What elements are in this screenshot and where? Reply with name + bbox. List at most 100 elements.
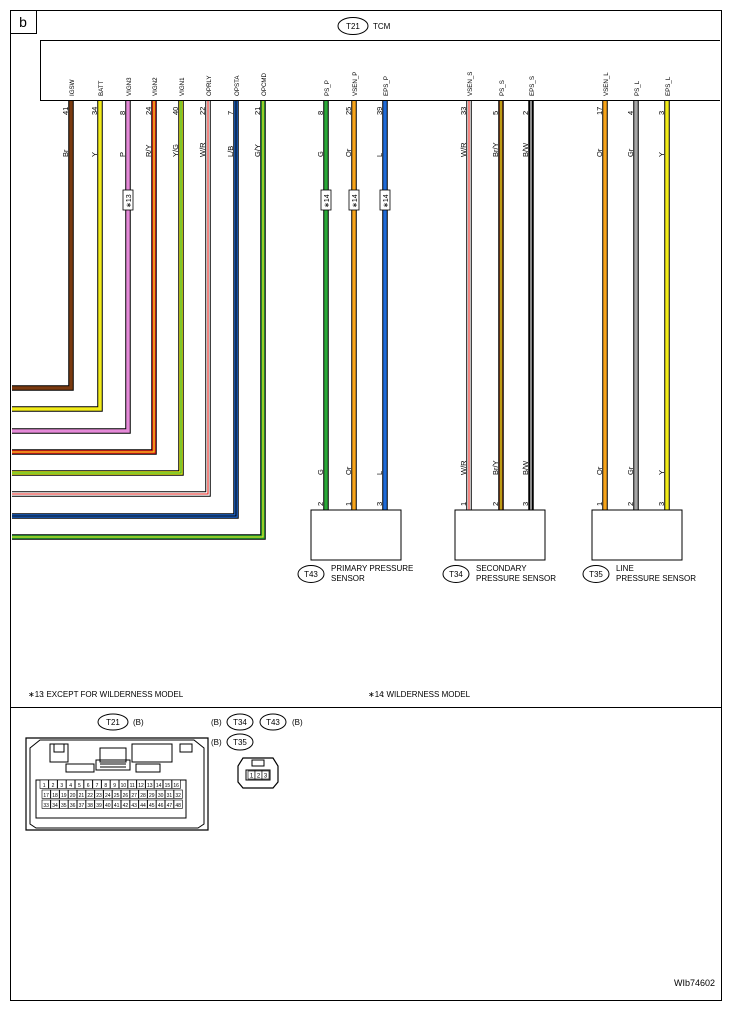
wire-color-label: Y [657,152,666,157]
t21-pin-number: 29 [149,793,155,799]
tcm-pin-number: 3 [657,111,666,115]
sensor-wire-color-label: Br/Y [491,460,500,475]
sensor-view-color-1: (B) [211,718,222,727]
note-13-marker: ∗13 [122,189,134,211]
t21-pin-cell: 21 [76,789,86,799]
t21-pin-number: 24 [105,793,111,799]
sensor-name-line-1: LINE [616,564,634,573]
sensor-pin-number: 2 [626,502,635,506]
t21-pin-cell: 16 [171,779,181,789]
t21-pin-number: 13 [147,783,153,789]
wire-color-label: G [316,151,325,157]
tcm-pin-number: 5 [491,111,500,115]
sensor-name-line-2: PRESSURE SENSOR [476,574,556,583]
signal-vsen-s: VSEN_S [467,72,474,96]
t21-pin-cell: 45 [147,799,157,809]
sensor-pin-number: 3 [657,502,666,506]
t21-pin-number: 30 [158,793,164,799]
t21-pin-cell: 43 [129,799,139,809]
note-14-marker: ∗14 [379,189,391,211]
t21-pin-number: 7 [96,783,99,789]
t21-pin-number: 32 [175,793,181,799]
t21-view-oval [97,713,129,731]
note-14-marker-text: ∗14 [383,194,390,208]
wire-color-label: Br/Y [491,142,500,157]
sensor-pin-number: 3 [375,502,384,506]
t21-pin-cell: 39 [94,799,104,809]
wire-opcmd [12,101,266,540]
t21-pin-number: 21 [79,793,85,799]
t21-pin-number: 41 [114,803,120,809]
t21-pin-number: 25 [114,793,120,799]
sensor-wire-color-label: L [375,471,384,475]
tcm-pin-number: 21 [253,107,262,115]
tcm-box [40,40,720,101]
signal-eps-l: EPS_L [665,76,672,96]
wire-color-label: Gr [626,148,635,157]
signal-ps-l: PS_L [634,80,641,96]
t21-pin-number: 4 [69,783,72,789]
t34-view-label: T34 [233,718,247,727]
wire-vign1 [12,101,184,476]
t35-view-label: T35 [233,738,247,747]
signal-batt: BATT [98,80,105,96]
t21-pin-number: 8 [104,783,107,789]
sensor-wire-color-label: G [316,469,325,475]
t21-pin-cell: 18 [50,789,60,799]
note-14-marker-text: ∗14 [324,194,331,208]
t21-pin-number: 45 [149,803,155,809]
tcm-pin-number: 4 [626,111,635,115]
tcm-pin-number: 41 [61,107,70,115]
signal-eps-s: EPS_S [529,76,536,96]
t21-pin-number: 27 [131,793,137,799]
t21-pin-cell: 34 [50,799,60,809]
tcm-pin-number: 8 [316,111,325,115]
sensor-wire-color-label: Or [344,466,353,475]
tcm-pin-number: 17 [595,107,604,115]
t21-pin-cell: 31 [164,789,174,799]
signal-ps-p: PS_P [324,80,331,96]
figure-id: WIb74602 [674,978,715,988]
pin-label-layer: IGSW41BrBATT34YVIGN38P∗13VIGN224R/YVIGN1… [61,72,672,475]
t21-pin-cell: 6 [83,779,93,789]
tcm-pin-number: 8 [118,111,127,115]
t21-pin-number: 16 [173,783,179,789]
sensor-wire-color-label: Or [595,466,604,475]
t21-view-color: (B) [133,718,144,727]
t21-pin-cell: 36 [68,799,78,809]
t21-pin-cell: 9 [110,779,120,789]
sensor-name-line-1: PRIMARY PRESSURE [331,564,413,573]
t21-pin-cell: 28 [138,789,148,799]
t21-pin-number: 15 [165,783,171,789]
sensor-pin-cell: 1 [247,770,256,780]
t21-pin-number: 31 [167,793,173,799]
note-13-marker-text: ∗13 [126,194,133,208]
t21-pin-number: 34 [52,803,58,809]
t21-pin-number: 6 [87,783,90,789]
sensor-pin-number: 3 [521,502,530,506]
t21-pin-number: 17 [43,793,49,799]
signal-vsen-l: VSEN_L [603,72,610,96]
wire-color-label: W/R [459,142,468,157]
wire-color-label: Or [344,148,353,157]
wire-color-label: P [118,152,127,157]
t21-pin-cell: 20 [68,789,78,799]
t43-view-oval [259,713,287,731]
t21-pin-number: 44 [140,803,146,809]
signal-eps-p: EPS_P [383,76,390,96]
t21-pin-cell: 38 [85,799,95,809]
sensor-wire-color-label: Y [657,470,666,475]
sensor-connector-id: T34 [449,570,463,579]
t21-pin-cell: 30 [156,789,166,799]
sensor-view-color-3: (B) [211,738,222,747]
t21-pin-cell: 17 [41,789,51,799]
t21-pin-cell: 14 [154,779,164,789]
wire-color-label: B/W [521,142,530,157]
signal-oprly: OPRLY [206,75,213,96]
wire-layer [12,101,670,540]
t21-pin-number: 38 [87,803,93,809]
